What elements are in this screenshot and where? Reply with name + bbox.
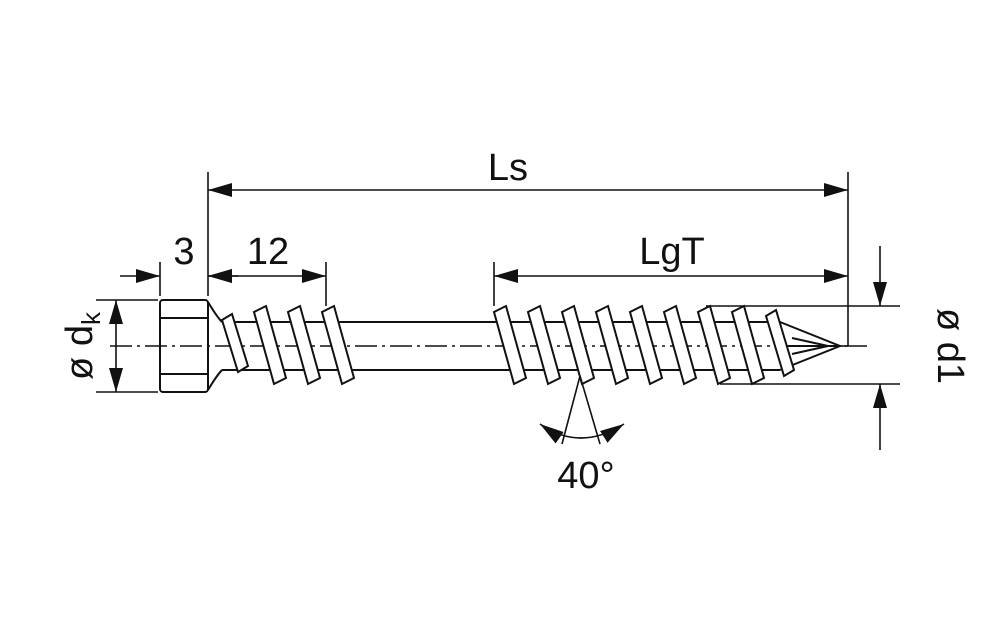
main-thread [492,304,796,386]
head-thread [220,304,356,386]
label-40-degrees: 40° [557,455,614,497]
label-lgt: LgT [639,231,704,273]
label-thread-diameter: ø d1 [929,308,971,384]
label-head-diameter: ø dk [59,311,106,380]
label-12: 12 [247,231,289,273]
extension-lines [96,172,900,393]
label-ls: Ls [488,147,528,189]
label-3: 3 [173,231,194,273]
angle-indicator [539,375,625,445]
